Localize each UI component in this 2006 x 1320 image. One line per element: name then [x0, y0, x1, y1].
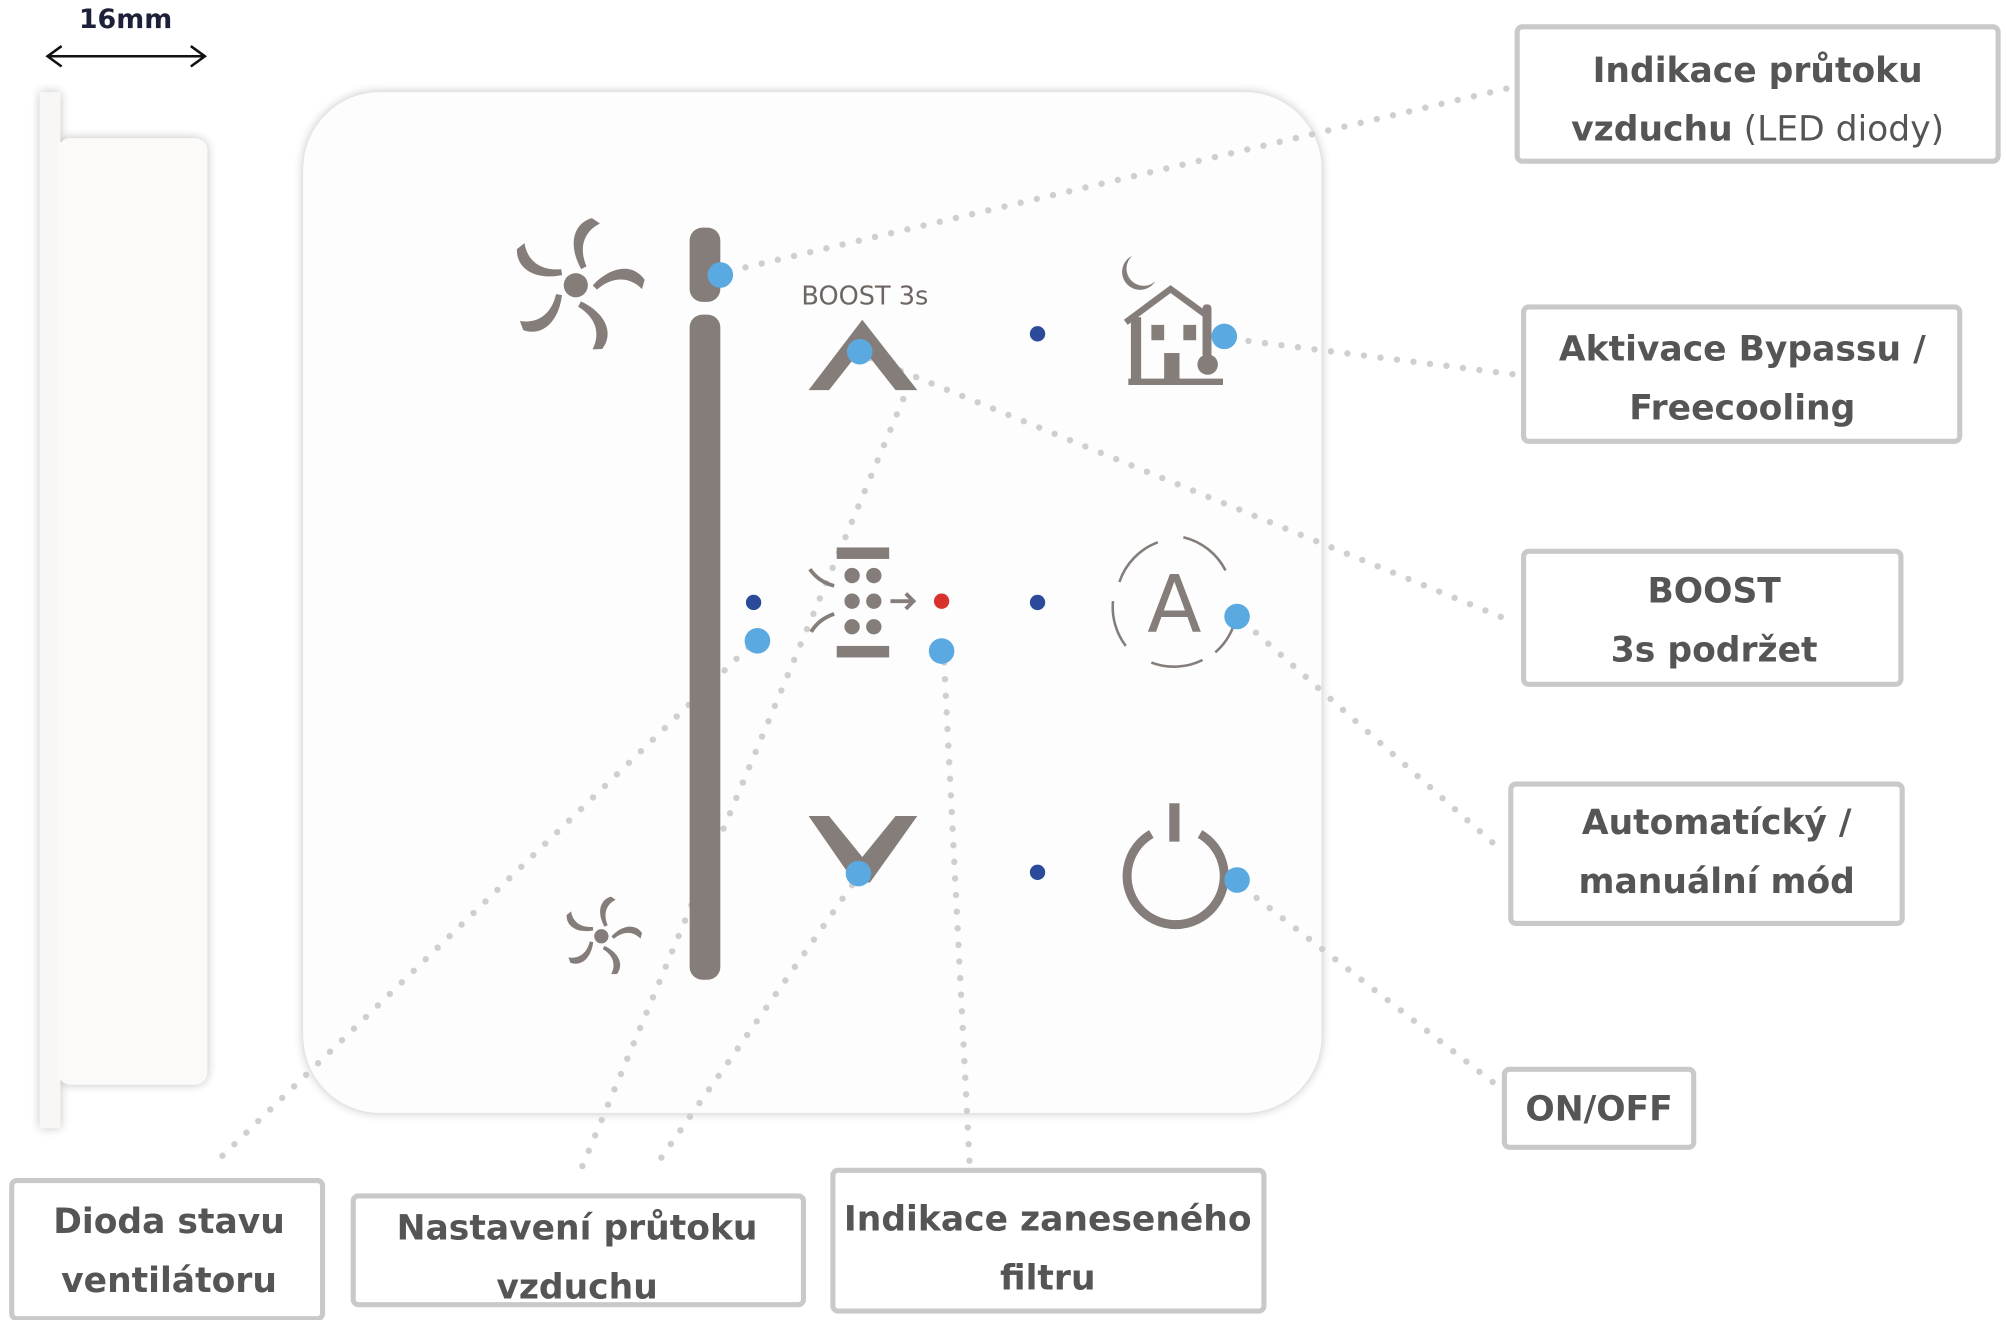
- svg-text:Dioda stavu: Dioda stavu: [53, 1202, 285, 1242]
- callout-dots: [707, 262, 1250, 893]
- svg-text:vzduchu (LED diody): vzduchu (LED diody): [1571, 110, 1944, 150]
- svg-text:Aktivace Bypassu /: Aktivace Bypassu /: [1559, 330, 1926, 370]
- svg-text:manuální mód: manuální mód: [1579, 862, 1855, 902]
- chevron-down-icon[interactable]: [808, 816, 918, 883]
- dimension-label: 16mm: [79, 4, 172, 35]
- label-led-indication: Indikace průtoku vzduchu (LED diody): [1514, 24, 2001, 164]
- svg-text:3s podržet: 3s podržet: [1611, 630, 1818, 670]
- label-onoff: ON/OFF: [1501, 1066, 1697, 1150]
- flow-slider[interactable]: [689, 314, 721, 980]
- label-bypass: Aktivace Bypassu / Freecooling: [1521, 304, 1963, 444]
- svg-text:Indikace průtoku: Indikace průtoku: [1593, 51, 1923, 91]
- svg-text:Indikace zaneseného: Indikace zaneseného: [844, 1199, 1252, 1239]
- svg-text:A: A: [1147, 558, 1201, 651]
- svg-text:ON/OFF: ON/OFF: [1525, 1089, 1672, 1129]
- led-fan-status: [745, 594, 762, 611]
- svg-text:ventilátoru: ventilátoru: [61, 1261, 277, 1301]
- leader-lines: [208, 83, 1521, 1170]
- chevron-up-icon[interactable]: [808, 319, 918, 391]
- led-onoff: [1029, 864, 1046, 880]
- led-filter: [933, 593, 950, 609]
- label-flow-setting: Nastavení průtoku vzduchu: [350, 1193, 807, 1307]
- svg-text:BOOST: BOOST: [1647, 571, 1781, 611]
- svg-text:Freecooling: Freecooling: [1629, 389, 1855, 429]
- house-night-thermometer-icon[interactable]: [1122, 255, 1223, 385]
- label-fan-led: Dioda stavu ventilátoru: [9, 1178, 326, 1320]
- label-filter: Indikace zaneseného filtru: [830, 1167, 1267, 1314]
- dimension-arrow-icon: [45, 45, 208, 68]
- led-mode: [1029, 594, 1046, 611]
- auto-mode-icon[interactable]: A: [1111, 535, 1235, 668]
- svg-text:filtru: filtru: [1000, 1258, 1096, 1298]
- svg-text:Automatícký /: Automatícký /: [1582, 803, 1852, 843]
- svg-text:Nastavení průtoku: Nastavení průtoku: [397, 1208, 758, 1248]
- label-mode: Automatícký / manuální mód: [1508, 781, 1905, 927]
- svg-text:vzduchu: vzduchu: [496, 1267, 657, 1307]
- side-profile: [39, 92, 208, 1129]
- status-leds: [745, 326, 1046, 880]
- boost-text: BOOST 3s: [801, 281, 928, 311]
- led-bypass: [1029, 326, 1046, 342]
- power-icon[interactable]: [1122, 803, 1229, 930]
- control-panel-face: [303, 92, 1322, 1113]
- filter-icon[interactable]: [808, 547, 917, 658]
- label-boost: BOOST 3s podržet: [1521, 548, 1904, 687]
